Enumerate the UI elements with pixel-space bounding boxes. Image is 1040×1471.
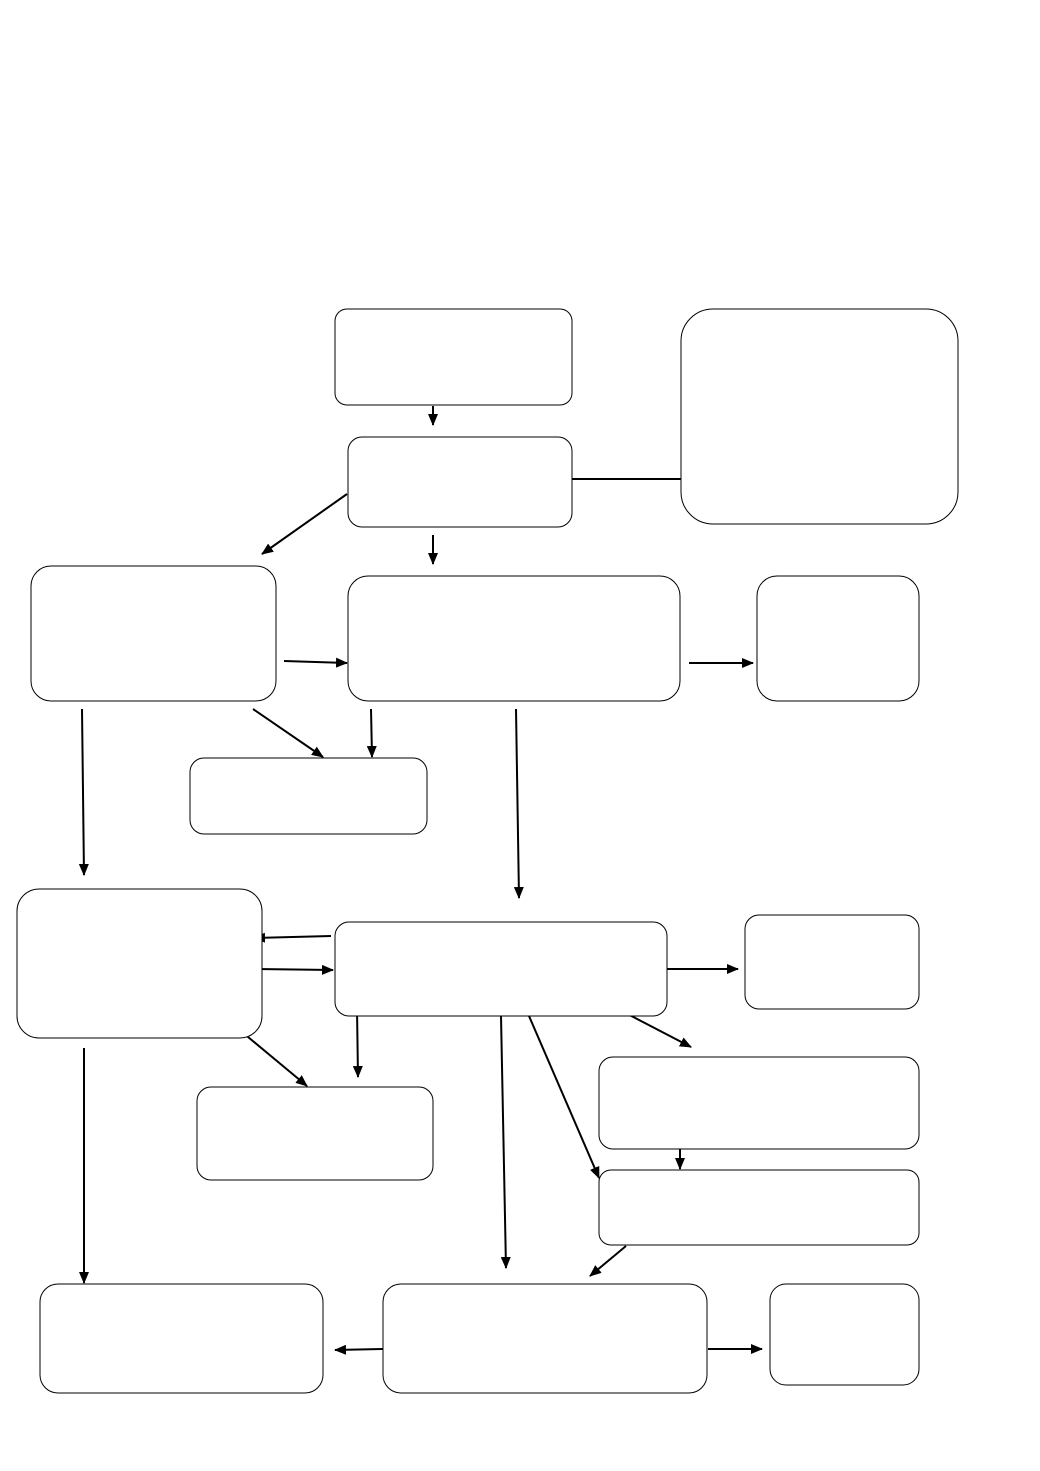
node-box xyxy=(382,1283,708,1394)
node-box xyxy=(347,575,681,702)
flow-node-n4 xyxy=(30,565,277,702)
flow-node-n16 xyxy=(769,1283,920,1386)
node-box xyxy=(598,1169,920,1246)
arrow-n8-to-n9 xyxy=(255,964,334,975)
flow-node-n6 xyxy=(756,575,920,702)
node-box xyxy=(598,1056,920,1150)
arrow-n15-to-n14 xyxy=(334,1344,384,1355)
node-box xyxy=(196,1086,434,1181)
arrow-n9-to-n13 xyxy=(528,1015,600,1179)
node-box xyxy=(680,308,959,525)
edges-layer xyxy=(78,406,763,1355)
flow-node-n3 xyxy=(680,308,959,525)
node-box xyxy=(39,1283,324,1394)
arrow-n4-to-n8 xyxy=(78,708,89,876)
flow-node-n10 xyxy=(744,914,920,1010)
arrow-n2-to-n4 xyxy=(261,493,348,555)
node-box xyxy=(334,308,573,406)
node-box xyxy=(744,914,920,1010)
node-box xyxy=(189,757,428,835)
arrow-n9-to-n15 xyxy=(500,1015,511,1269)
flow-node-n2 xyxy=(347,436,573,528)
flow-node-n13 xyxy=(598,1169,920,1246)
flow-node-n12 xyxy=(598,1056,920,1150)
arrow-n13-to-n15 xyxy=(589,1245,627,1277)
flow-node-n7 xyxy=(189,757,428,835)
node-box xyxy=(756,575,920,702)
flow-node-n15 xyxy=(382,1283,708,1394)
arrow-n4-to-n7 xyxy=(252,708,324,758)
flow-node-n8 xyxy=(16,888,263,1039)
nodes-layer xyxy=(16,308,959,1394)
arrow-n9-to-n11 xyxy=(352,1008,363,1078)
flow-node-n11 xyxy=(196,1086,434,1181)
arrow-n9-to-n8 xyxy=(253,932,332,943)
arrow-n5-to-n7 xyxy=(366,708,377,758)
arrow-n4-to-n5 xyxy=(283,657,348,668)
node-box xyxy=(30,565,277,702)
node-box xyxy=(16,888,263,1039)
flow-node-n9 xyxy=(334,921,668,1017)
flow-node-n5 xyxy=(347,575,681,702)
flow-node-n1 xyxy=(334,308,573,406)
arrow-n5-to-n9 xyxy=(513,708,524,899)
node-box xyxy=(334,921,668,1017)
flow-node-n14 xyxy=(39,1283,324,1394)
node-box xyxy=(769,1283,920,1386)
node-box xyxy=(347,436,573,528)
